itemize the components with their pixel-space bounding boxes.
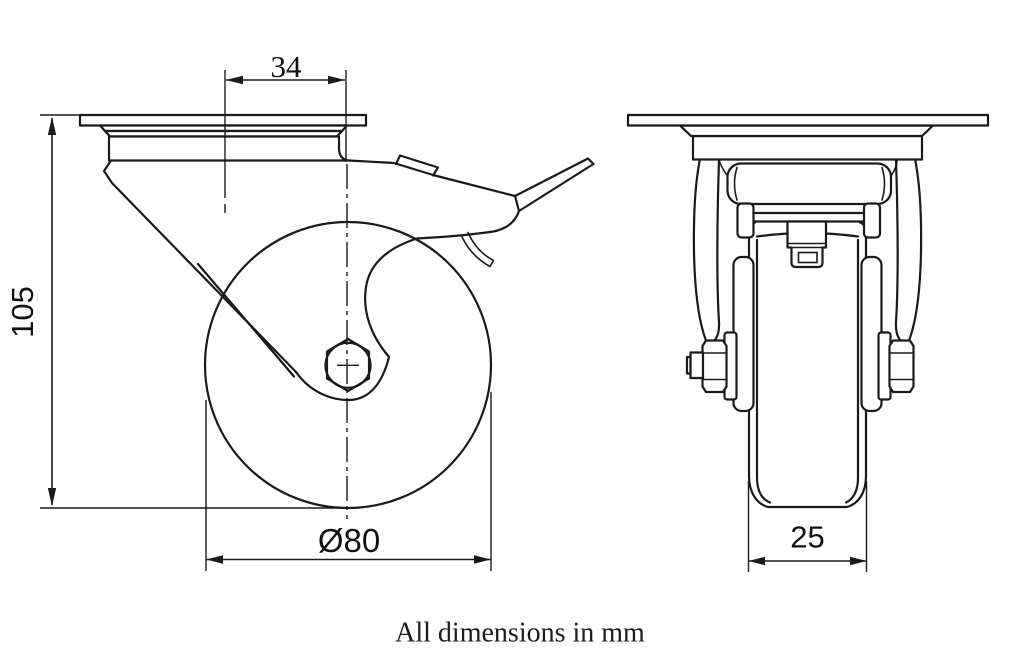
mounting-plate	[78, 113, 368, 127]
fork-leading-edge-inner	[196, 262, 296, 378]
tire-shoulder-right	[844, 238, 860, 504]
fork-leg-left	[692, 157, 721, 344]
axle-nut-left-facets	[701, 352, 728, 381]
brake-axle-bar	[743, 211, 874, 223]
arrowhead-right	[474, 555, 491, 564]
brake-crossbar-housing	[726, 162, 893, 206]
side-view	[78, 113, 595, 510]
axle-nut-right	[888, 339, 915, 394]
brake-lever	[513, 157, 595, 213]
dimension-label-25: 25	[790, 520, 824, 555]
arrowhead-right	[328, 75, 345, 85]
axle-thread-tip	[685, 355, 692, 375]
mounting-plate-front	[626, 113, 990, 127]
front-view	[626, 113, 990, 509]
arrowhead-left	[226, 75, 243, 85]
brake-side-tab-left	[736, 202, 755, 239]
dimension-label-105: 105	[5, 286, 40, 338]
swivel-housing-front	[691, 134, 924, 161]
axle-nut-left	[701, 339, 728, 394]
dimension-105: 105	[5, 114, 356, 509]
fork-inner-s-curve	[364, 237, 419, 359]
dimension-25: 25	[747, 481, 868, 572]
dimension-label-34: 34	[271, 49, 303, 84]
dimension-diameter-80: Ø80	[205, 392, 492, 571]
dimension-label-diameter-80: Ø80	[318, 522, 380, 559]
axle-nut-circle	[324, 341, 372, 389]
arrowhead-left	[206, 555, 223, 564]
brake-housing-end-arc-left	[733, 166, 738, 201]
fork-hub-hook	[294, 355, 391, 402]
axle-nut-right-facets	[888, 352, 915, 381]
swivel-housing	[107, 135, 351, 162]
brake-housing-end-arc-right	[881, 166, 886, 201]
arrowhead-left	[748, 556, 765, 566]
brake-housing-top-edge	[347, 159, 517, 198]
dimension-34: 34	[224, 49, 348, 519]
brake-side-tab-right	[862, 202, 882, 239]
plate-flange-front	[678, 124, 935, 138]
axle-hex-nut	[325, 337, 371, 393]
tire-shoulder-left	[755, 238, 772, 504]
fork-leading-edge	[102, 159, 298, 374]
arrowhead-down	[47, 488, 57, 506]
brake-housing-tab	[394, 154, 440, 177]
arrowhead-right	[850, 556, 867, 566]
brake-pedal-slot	[797, 251, 818, 264]
fork-bottom-edge	[415, 209, 521, 240]
leg-fillet-right	[890, 158, 898, 177]
fork-leg-right	[894, 157, 923, 344]
units-note: All dimensions in mm	[395, 618, 645, 649]
brake-release-strip	[461, 231, 495, 268]
leg-fillet-left	[718, 158, 729, 177]
brake-pedal-lines	[786, 242, 827, 249]
axle-thread-stub	[689, 351, 705, 380]
arrowhead-up	[47, 117, 57, 135]
